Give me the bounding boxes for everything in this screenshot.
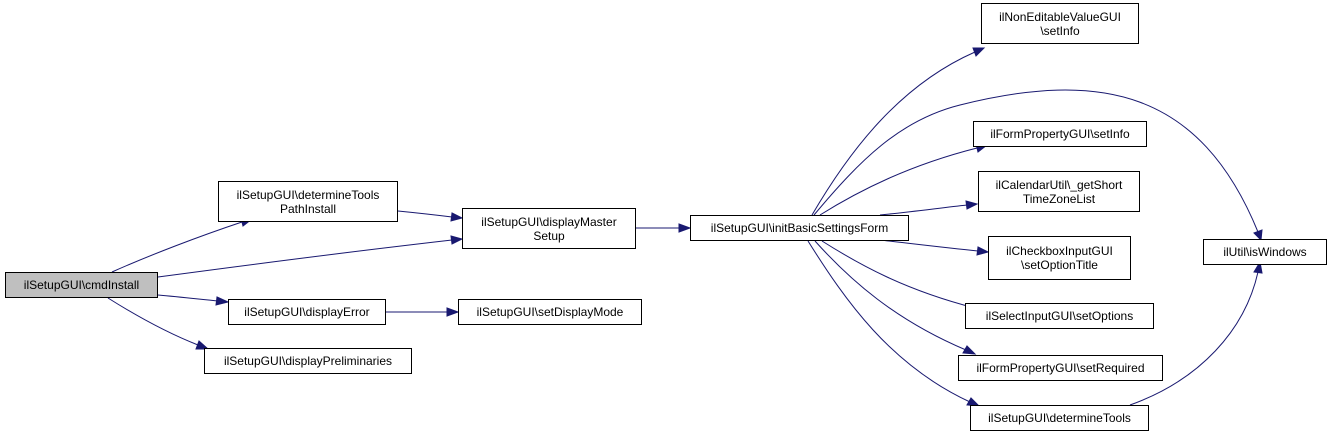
node-formpropertysetinfo[interactable]: ilFormPropertyGUI\setInfo — [973, 121, 1147, 147]
edge-determinetoolspathinstall-to-displaymastersetup — [397, 210, 464, 222]
node-iswindows[interactable]: ilUtil\isWindows — [1203, 239, 1327, 265]
edge-determinetools-to-iswindows — [1129, 260, 1263, 406]
node-setoptions[interactable]: ilSelectInputGUI\setOptions — [965, 303, 1154, 329]
edge-initbasicsettingsform-to-setoptions — [821, 240, 987, 313]
edge-cmdinstall-to-displayerror — [157, 294, 230, 306]
node-setoptiontitle[interactable]: ilCheckboxInputGUI \setOptionTitle — [988, 236, 1131, 280]
edge-cmdinstall-to-determinetoolspathinstall — [111, 217, 254, 273]
node-displaymastersetup[interactable]: ilSetupGUI\displayMaster Setup — [462, 208, 636, 249]
node-displaypreliminaries[interactable]: ilSetupGUI\displayPreliminaries — [204, 348, 412, 374]
edge-initbasicsettingsform-to-determinetools — [807, 240, 981, 407]
edge-initbasicsettingsform-to-getshorttimezonelist — [879, 200, 979, 216]
edge-initbasicsettingsform-to-setoptiontitle — [879, 239, 990, 256]
edge-cmdinstall-to-displaypreliminaries — [107, 297, 210, 350]
node-determinetools[interactable]: ilSetupGUI\determineTools — [970, 405, 1149, 431]
node-setdisplaymode[interactable]: ilSetupGUI\setDisplayMode — [458, 299, 642, 325]
edge-displaymastersetup-to-initbasicsettingsform — [636, 223, 692, 233]
node-displayerror[interactable]: ilSetupGUI\displayError — [228, 299, 386, 325]
node-initbasicsettingsform[interactable]: ilSetupGUI\initBasicSettingsForm — [690, 215, 909, 241]
edge-initbasicsettingsform-to-noneditablesetinfo — [811, 47, 986, 216]
node-determinetoolspathinstall[interactable]: ilSetupGUI\determineTools PathInstall — [218, 181, 398, 222]
edge-initbasicsettingsform-to-setrequired — [814, 240, 977, 355]
node-noneditablesetinfo[interactable]: ilNonEditableValueGUI \setInfo — [981, 3, 1139, 44]
edge-cmdinstall-to-displaymastersetup — [157, 235, 464, 278]
edge-initbasicsettingsform-to-iswindows — [813, 89, 1263, 242]
node-setrequired[interactable]: ilFormPropertyGUI\setRequired — [958, 355, 1163, 381]
node-cmdinstall: ilSetupGUI\cmdInstall — [5, 272, 158, 298]
node-getshorttimezonelist[interactable]: ilCalendarUtil\_getShort TimeZoneList — [978, 171, 1140, 212]
edge-displayerror-to-setdisplaymode — [385, 307, 460, 317]
